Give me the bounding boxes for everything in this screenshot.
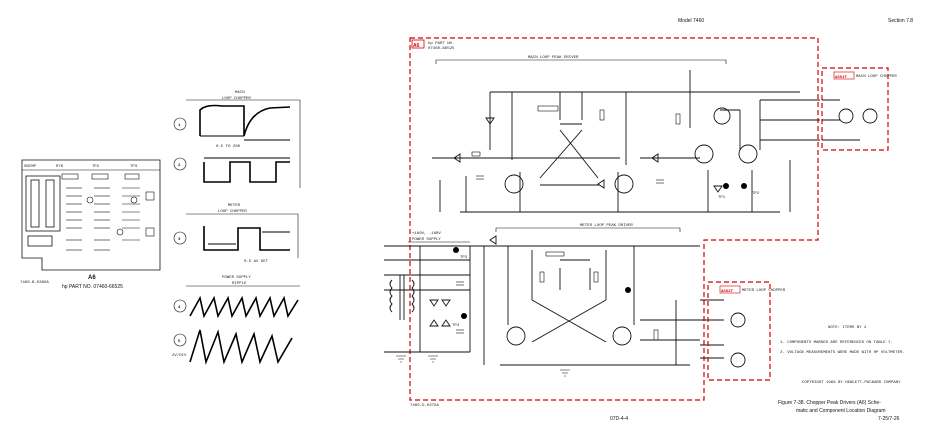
meter-driver-label: METER LOOP PEAK DRIVER — [580, 224, 633, 228]
header-section: Section 7.8 — [888, 18, 913, 24]
marker-circle-2 — [173, 157, 187, 171]
psu-label-2: POWER SUPPLY — [412, 238, 441, 242]
marker-5: 5 — [178, 340, 181, 344]
notes-title: NOTE: ITEMS BY 2 — [828, 326, 867, 330]
wave-meter-time: 0.5 AV SET — [244, 260, 269, 264]
a6s2t-label: A6S2T — [721, 290, 734, 294]
board-col-2: R76 — [56, 165, 64, 169]
wave-meter-title1: METER — [228, 204, 241, 208]
board-col-4: TP3 — [130, 165, 138, 169]
marker-circle-3 — [173, 231, 187, 245]
notes-line2: 2. VOLTAGE MEASUREMENTS WERE MADE WITH H… — [780, 351, 905, 355]
tp1-label: TP1 — [718, 196, 726, 200]
wave-power-title2: RIPPLE — [232, 282, 247, 286]
caption-line3: 7-25/7-26 — [878, 416, 900, 422]
schematic-drawing-number: 7460-D-0375A — [410, 404, 439, 408]
wave-main-title1: MAIN — [235, 91, 245, 95]
caption-line1: Figure 7-38. Chopper Peak Drivers (A6) S… — [778, 400, 881, 406]
tp3-dot — [453, 247, 459, 253]
lower-circuit — [384, 245, 724, 366]
transformer-outline — [25, 175, 61, 232]
tp2-dot — [741, 183, 747, 189]
marker-2: 2 — [178, 164, 181, 168]
power-transformer — [389, 275, 415, 320]
a6s1t-box — [821, 67, 889, 151]
waveform-main-loop: MAIN LOOP CHOPPER 0.5 TO 200 1 2 — [173, 91, 301, 188]
board-part-number: hp PART NO. 07460-66525 — [62, 284, 123, 290]
waveform-power-ripple: POWER SUPPLY RIPPLE 4 5 2V/DIV — [172, 276, 300, 365]
tp2-label: TP2 — [752, 192, 760, 196]
board-layout: SBCMP R76 TP2 TP3 7460-B-0360A A6 hp PAR… — [20, 159, 161, 290]
board-desc-2: 07460-66525 — [428, 47, 455, 51]
schematic-board-id: A6 — [413, 43, 420, 49]
board-desc-1: hp PART NO. — [428, 41, 454, 46]
notes-line1: 1. COMPONENTS MARKED ARE REFERENCED ON T… — [780, 341, 893, 345]
page-number: 07D-4-4 — [610, 416, 628, 422]
a6s1t-label: A6S1T — [835, 76, 848, 80]
board-col-3: TP2 — [92, 165, 100, 169]
board-drawing-number: 7460-B-0360A — [20, 281, 49, 285]
board-boundary — [409, 37, 819, 401]
caption-line2: matic and Component Location Diagram — [796, 408, 886, 414]
tp1-dot — [723, 183, 729, 189]
lower-transistors — [506, 326, 632, 346]
tp4-label: TP4 — [452, 324, 460, 328]
tp4-dot — [461, 313, 467, 319]
wave-meter-title2: LOOP CHOPPER — [218, 210, 247, 214]
board-part-label: A6 — [88, 275, 96, 281]
waveform-meter-loop: METER LOOP CHOPPER 0.5 AV SET 3 — [173, 204, 299, 264]
marker-circle-5 — [173, 333, 187, 347]
wave-main-time: 0.5 TO 200 — [216, 145, 241, 149]
marker-1: 1 — [178, 124, 181, 128]
marker-3: 3 — [178, 238, 181, 242]
upper-circuit — [432, 70, 820, 213]
a6s2t-box — [707, 281, 771, 381]
board-col-1: SBCMP — [24, 165, 37, 169]
wave-main-title2: LOOP CHOPPER — [222, 97, 251, 101]
copyright: COPYRIGHT 1966 BY HEWLETT-PACKARD COMPAN… — [802, 381, 901, 385]
a6s1t-sub: MAIN LOOP CHOPPER — [856, 75, 897, 79]
marker-circle-4 — [173, 299, 187, 313]
tp3-label: TP3 — [460, 256, 468, 260]
marker-4: 4 — [178, 306, 181, 310]
wave-power-title1: POWER SUPPLY — [222, 276, 251, 280]
header-model: Model 7460 — [678, 18, 704, 24]
upper-transistors — [504, 107, 758, 194]
a6s2t-sub: METER LOOP CHOPPER — [742, 289, 786, 293]
psu-label-1: +160V, -160V — [412, 232, 441, 236]
wave-power-note: 2V/DIV — [172, 353, 187, 358]
main-driver-label: MAIN LOOP PEAK DRIVER — [528, 56, 579, 60]
marker-circle-1 — [173, 117, 187, 131]
